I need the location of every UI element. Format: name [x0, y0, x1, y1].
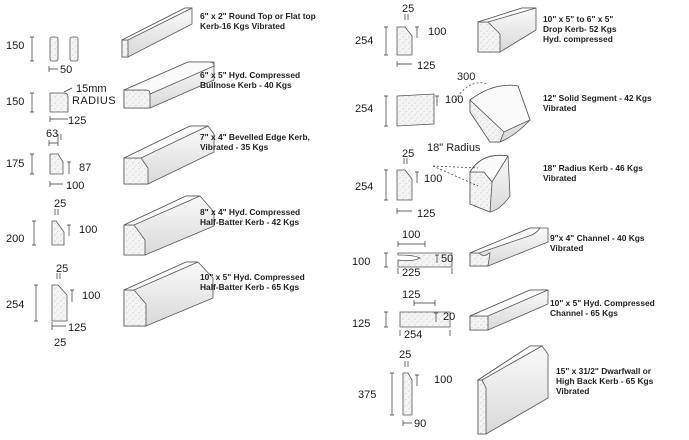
- dim-top: 125: [402, 289, 421, 301]
- render-half-batter-8: [123, 195, 215, 256]
- dim-top: 25: [399, 349, 412, 361]
- render-bullnose: [123, 61, 215, 109]
- render-radius-kerb: [469, 154, 511, 213]
- dim-bottom: 25: [54, 337, 67, 349]
- section-solid-segment: [396, 93, 435, 127]
- dim-radius-label: 18" Radius: [427, 142, 481, 154]
- dim-top: 25: [54, 198, 67, 210]
- section-channel-10: [399, 311, 451, 328]
- dim-width: 125: [417, 60, 436, 72]
- dim-top: 100: [402, 229, 421, 241]
- section-half-batter-8: [51, 220, 65, 246]
- dim-radius: 300: [457, 71, 476, 83]
- dim-side: 20: [443, 311, 456, 323]
- dim-side: 100: [82, 290, 101, 302]
- dim-height: 254: [355, 35, 374, 47]
- dim-side: 100: [428, 26, 447, 38]
- render-channel-10: [469, 289, 549, 331]
- section-round-top: [49, 36, 79, 62]
- dim-height: 254: [6, 299, 25, 311]
- render-dwarfwall: [476, 345, 549, 435]
- render-bevelled: [123, 125, 215, 185]
- section-bevelled: [49, 153, 64, 175]
- dim-height: 200: [6, 233, 25, 245]
- dim-width: 50: [60, 64, 73, 76]
- section-channel-9: [397, 252, 453, 268]
- dim-height: 100: [352, 256, 371, 268]
- dim-width: 100: [66, 180, 85, 192]
- dim-width: 125: [417, 208, 436, 220]
- dim-side: 50: [441, 253, 454, 265]
- dim-radius: 15mm: [76, 83, 107, 95]
- dim-side: 100: [445, 94, 464, 106]
- dim-height: 254: [355, 181, 374, 193]
- render-half-batter-10: [123, 261, 214, 327]
- section-half-batter-10: [51, 284, 68, 322]
- dim-top: 25: [56, 263, 69, 275]
- dim-width: 125: [68, 322, 87, 334]
- section-drop-kerb: [396, 26, 413, 56]
- render-round-top: [121, 7, 193, 58]
- dim-width: 125: [68, 115, 87, 127]
- dim-width: 90: [414, 418, 427, 430]
- dim-width: 225: [402, 267, 421, 279]
- render-drop-kerb: [477, 7, 537, 53]
- dim-side: 87: [79, 162, 92, 174]
- section-dwarfwall: [402, 372, 413, 416]
- dim-height: 125: [352, 318, 371, 330]
- dim-height: 150: [6, 40, 25, 52]
- section-radius-kerb: [396, 169, 413, 201]
- dim-height: 150: [6, 96, 25, 108]
- dim-height: 175: [6, 158, 25, 170]
- dim-height: 254: [355, 103, 374, 115]
- dim-height: 375: [358, 389, 377, 401]
- dim-top: 63: [46, 128, 59, 140]
- dim-top: 25: [402, 3, 415, 15]
- section-bullnose: [49, 92, 69, 113]
- dim-side: 100: [79, 224, 98, 236]
- render-solid-segment: [469, 84, 531, 143]
- render-channel-9: [469, 227, 549, 267]
- dim-width: 254: [404, 329, 423, 341]
- dim-side: 100: [434, 374, 453, 386]
- dim-radius-word: RADIUS: [72, 95, 116, 107]
- dim-top: 25: [402, 148, 415, 160]
- dim-side: 100: [424, 173, 443, 185]
- product-label-bevelled: 7" x 4" Bevelled Edge Kerb,Vibrated - 35…: [200, 132, 310, 152]
